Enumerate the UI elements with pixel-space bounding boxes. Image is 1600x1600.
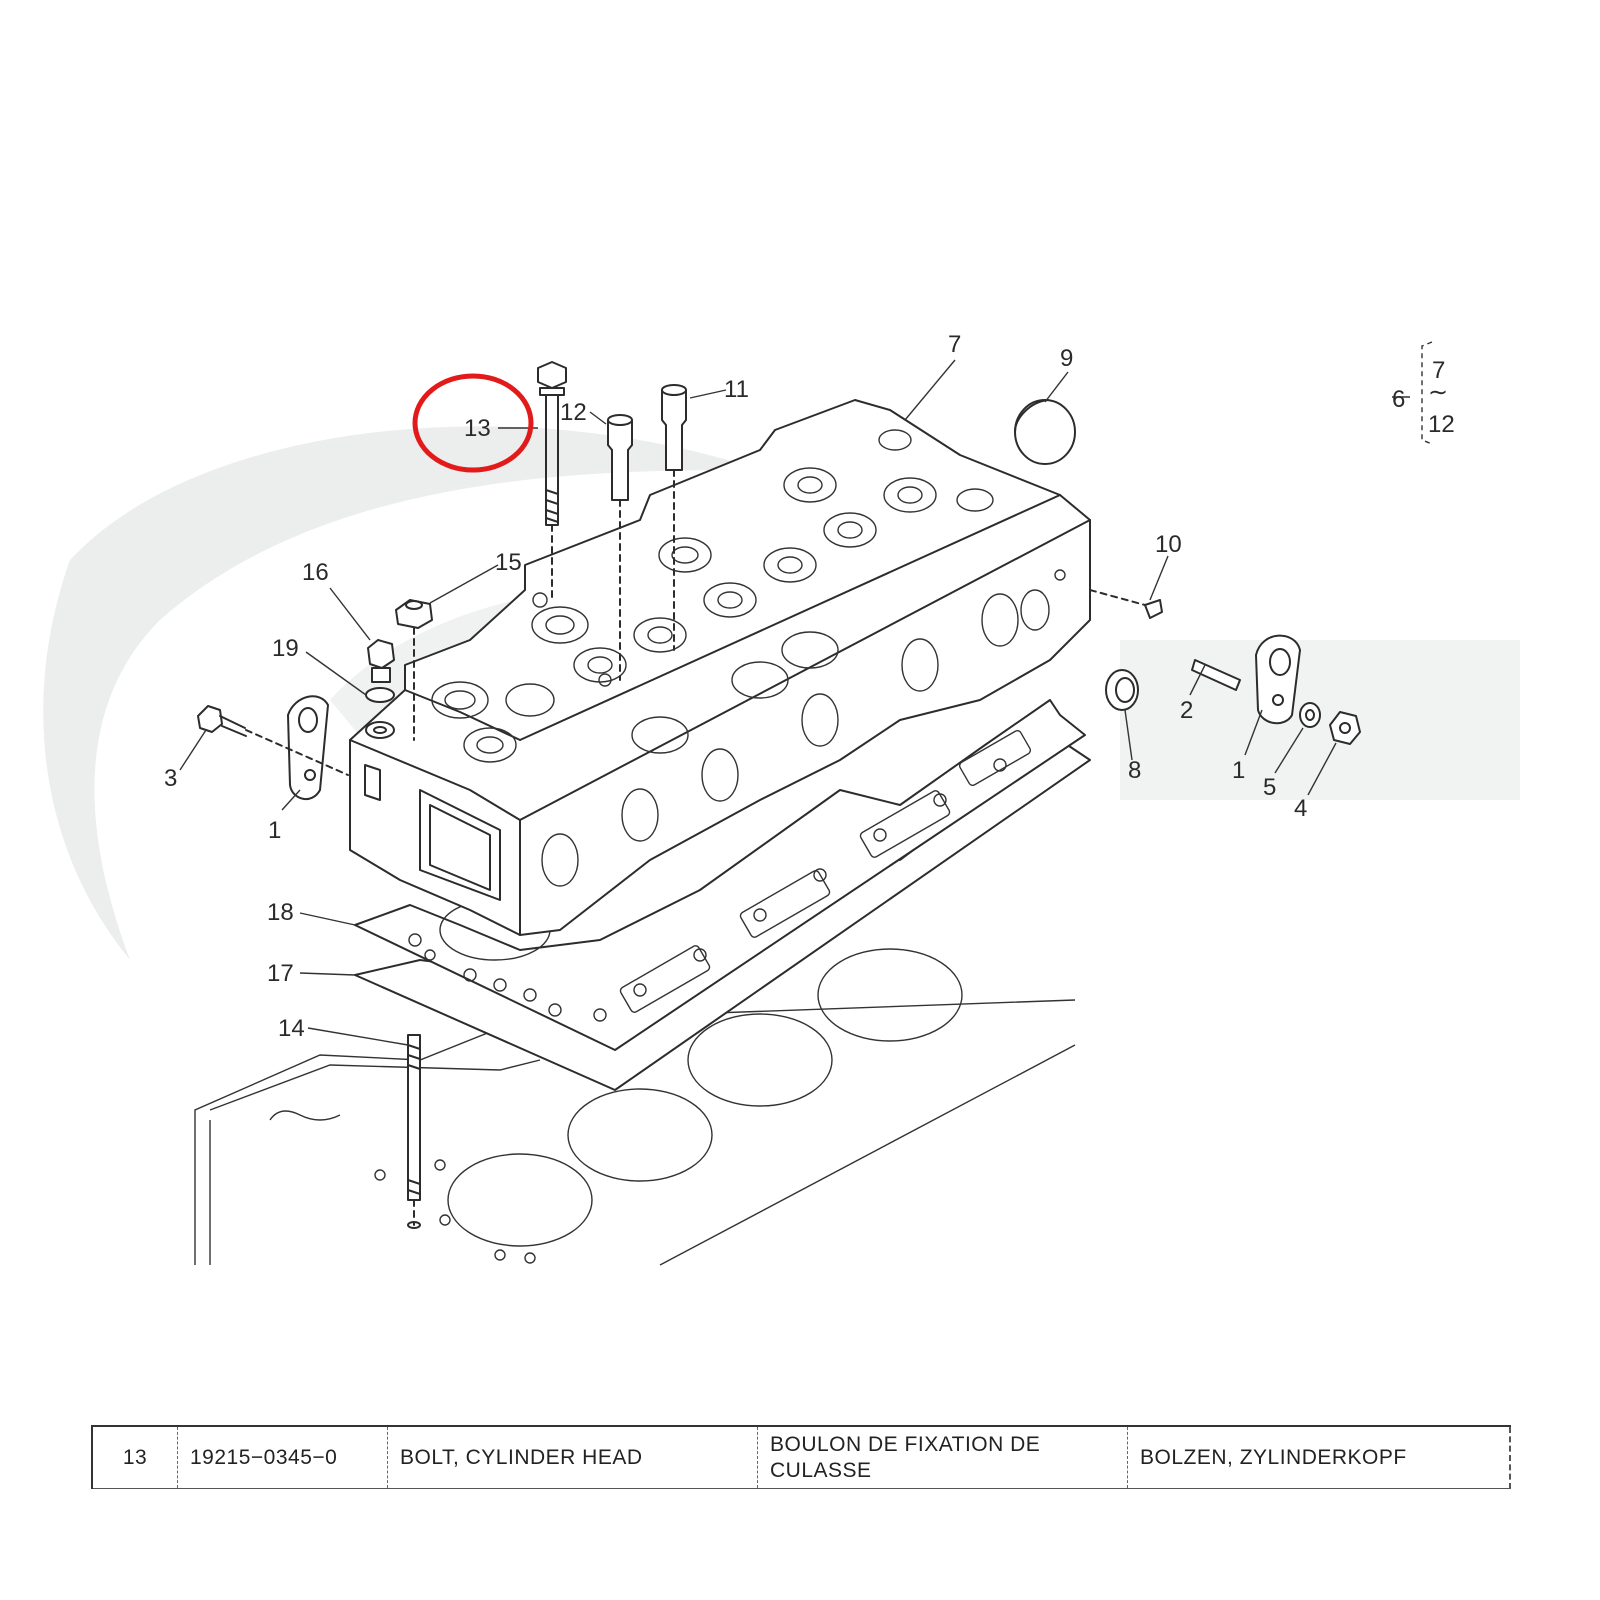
callout-18: 18: [267, 899, 294, 926]
group-bracket-6: [1421, 341, 1433, 445]
valve-guide-11: [661, 384, 687, 651]
callout-12: 12: [560, 399, 587, 426]
callout-1-left: 1: [268, 817, 281, 844]
bolt-13: [537, 361, 567, 601]
callout-5: 5: [1263, 774, 1276, 801]
head-gasket: [354, 699, 1091, 1091]
callout-17: 17: [267, 960, 294, 987]
bolt-3: [197, 705, 349, 776]
callout-4: 4: [1294, 795, 1307, 822]
nut-4: [1329, 711, 1361, 745]
plug-10: [1089, 589, 1163, 619]
part-name-german: BOLZEN, ZYLINDERKOPF: [1127, 1426, 1511, 1489]
callout-16: 16: [302, 559, 329, 586]
valve-guide-12: [607, 414, 633, 681]
bracket-1-left: [287, 695, 329, 800]
washer-19: [365, 687, 395, 739]
callout-8: 8: [1128, 757, 1141, 784]
part-name-english: BOLT, CYLINDER HEAD: [387, 1426, 758, 1489]
nut-15: [395, 599, 433, 741]
callout-9: 9: [1060, 345, 1073, 372]
callout-6: 6: [1392, 386, 1405, 413]
callout-11: 11: [724, 376, 749, 403]
callout-19: 19: [272, 635, 299, 662]
callout-10: 10: [1155, 531, 1182, 558]
callout-labels: 13 12 11 7 9 10 15 16 19 3 1 18 17 14 2 …: [164, 331, 1455, 1042]
part-number: 19215−0345−0: [177, 1426, 388, 1489]
part-name-french-line2: CULASSE: [770, 1458, 872, 1482]
callout-14: 14: [278, 1015, 305, 1042]
callout-2: 2: [1180, 697, 1193, 724]
item-number: 13: [91, 1426, 178, 1489]
seal-8: [1105, 669, 1139, 711]
callout-3: 3: [164, 765, 177, 792]
part-name-french: BOULON DE FIXATION DE CULASSE: [757, 1426, 1128, 1489]
parts-table: 13 19215−0345−0 BOLT, CYLINDER HEAD BOUL…: [91, 1425, 1511, 1489]
callout-1-right: 1: [1232, 757, 1245, 784]
group-callout-12: 12: [1428, 411, 1455, 438]
group-callout-7: 7: [1432, 357, 1445, 384]
washer-5: [1299, 702, 1321, 728]
part-name-french-line1: BOULON DE FIXATION DE: [770, 1432, 1041, 1456]
bolt-16: [367, 639, 395, 683]
plug-9: [1014, 399, 1076, 465]
cylinder-head: [349, 399, 1091, 936]
leader-lines: [179, 359, 1410, 1046]
group-callout-sep: ∼: [1428, 379, 1448, 406]
callout-13: 13: [464, 415, 491, 442]
callout-7: 7: [948, 331, 961, 358]
bracket-1-right: [1255, 634, 1301, 725]
callout-15: 15: [495, 549, 522, 576]
stud-14: [407, 1034, 421, 1229]
table-row: 13 19215−0345−0 BOLT, CYLINDER HEAD BOUL…: [91, 1426, 1511, 1489]
highlight-circle: [412, 373, 534, 473]
